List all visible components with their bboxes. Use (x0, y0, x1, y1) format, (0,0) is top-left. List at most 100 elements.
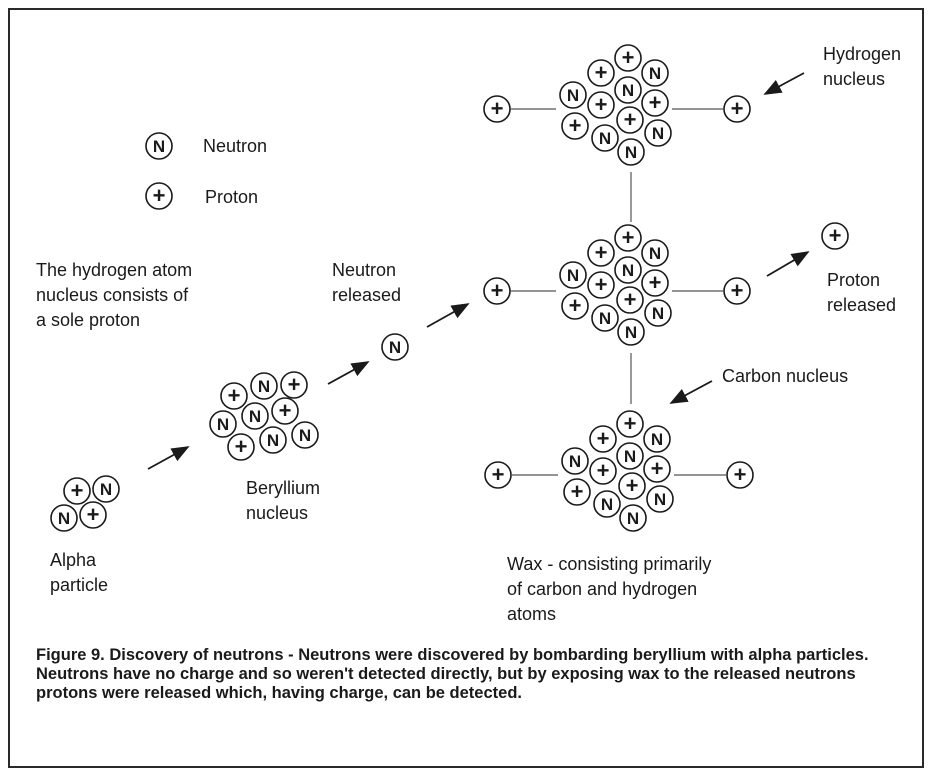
svg-text:N: N (389, 338, 401, 357)
neutron-icon: N (209, 410, 237, 438)
neutron-icon: N (617, 318, 645, 346)
arrow-layer (147, 72, 810, 470)
proton-icon: + (563, 478, 591, 506)
neutron-icon: N (641, 239, 669, 267)
proton-icon: + (589, 457, 617, 485)
neutron-icon: N (559, 81, 587, 109)
svg-text:+: + (649, 270, 662, 295)
svg-text:+: + (731, 278, 744, 303)
neutron-icon: N (644, 299, 672, 327)
hydrogen-proton-left-top: + (483, 95, 511, 123)
proton-icon: + (63, 477, 91, 505)
svg-text:+: + (597, 426, 610, 451)
svg-text:+: + (492, 462, 505, 487)
proton-icon: + (220, 382, 248, 410)
svg-text:N: N (267, 431, 279, 450)
proton-icon: + (641, 89, 669, 117)
svg-text:+: + (624, 287, 637, 312)
svg-text:+: + (734, 462, 747, 487)
proton-icon: + (589, 425, 617, 453)
svg-text:N: N (567, 266, 579, 285)
svg-text:+: + (649, 90, 662, 115)
svg-text:+: + (595, 60, 608, 85)
svg-text:+: + (624, 107, 637, 132)
neutron-icon: N (241, 402, 269, 430)
released-neutron-icon: N (381, 333, 409, 361)
svg-text:+: + (569, 293, 582, 318)
legend-neutron-icon: N (145, 132, 173, 160)
neutron-icon: N (559, 261, 587, 289)
figure-frame (8, 8, 924, 768)
svg-text:N: N (622, 81, 634, 100)
proton-icon: + (587, 239, 615, 267)
arrow-carbon-nucleus (669, 380, 713, 404)
neutron-icon: N (50, 504, 78, 532)
legend-proton-label: Proton (205, 187, 259, 207)
svg-text:N: N (622, 261, 634, 280)
proton-icon: + (271, 397, 299, 425)
proton-icon: + (643, 455, 671, 483)
figure-caption: Figure 9. Discovery of neutrons - Neutro… (36, 646, 869, 702)
legend-proton-icon: + (145, 182, 173, 210)
svg-text:N: N (651, 430, 663, 449)
svg-text:N: N (217, 415, 229, 434)
neutron-icon: N (646, 485, 674, 513)
neutron-icon: N (259, 426, 287, 454)
hydrogen-atom-note: The hydrogen atom nucleus consists of a … (36, 260, 193, 330)
svg-text:N: N (601, 495, 613, 514)
svg-text:+: + (595, 272, 608, 297)
svg-text:+: + (624, 411, 637, 436)
proton-icon: + (587, 59, 615, 87)
neutron-icon: N (561, 447, 589, 475)
hydrogen-proton-left-middle: + (483, 277, 511, 305)
svg-text:+: + (731, 96, 744, 121)
svg-text:+: + (622, 45, 635, 70)
neutron-icon: N (250, 372, 278, 400)
arrow-proton-released (766, 251, 810, 277)
neutron-released-label: Neutron released (332, 260, 402, 305)
proton-icon: + (561, 292, 589, 320)
svg-text:N: N (153, 137, 165, 156)
neutron-icon: N (643, 425, 671, 453)
carbon-nucleus-label: Carbon nucleus (722, 366, 849, 386)
svg-text:+: + (491, 278, 504, 303)
svg-text:+: + (626, 473, 639, 498)
neutron-icon: N (291, 421, 319, 449)
connector-lines (511, 108, 726, 476)
svg-text:N: N (599, 309, 611, 328)
legend-neutron-label: Neutron (203, 136, 268, 156)
proton-released-label: Proton released (827, 270, 897, 315)
beryllium-nucleus-label: Beryllium nucleus (246, 478, 321, 523)
svg-text:N: N (652, 124, 664, 143)
hydrogen-nucleus-label: Hydrogen nucleus (823, 44, 902, 89)
svg-text:+: + (235, 434, 248, 459)
svg-text:+: + (597, 458, 610, 483)
neutron-icon: N (92, 475, 120, 503)
svg-text:N: N (652, 304, 664, 323)
svg-text:+: + (595, 92, 608, 117)
svg-text:N: N (624, 447, 636, 466)
neutron-icon: N (641, 59, 669, 87)
arrow-alpha-to-beryllium (147, 446, 190, 470)
hydrogen-proton-right-top: + (723, 95, 751, 123)
svg-text:N: N (258, 377, 270, 396)
neutron-icon: N (593, 490, 621, 518)
svg-text:N: N (299, 426, 311, 445)
neutron-icon: N (619, 504, 647, 532)
svg-text:N: N (569, 452, 581, 471)
neutron-icon: N (614, 256, 642, 284)
svg-text:N: N (100, 480, 112, 499)
neutron-icon: N (614, 76, 642, 104)
proton-icon: + (614, 224, 642, 252)
proton-icon: + (616, 106, 644, 134)
svg-text:N: N (58, 509, 70, 528)
arrow-neutron-to-wax (426, 303, 470, 328)
svg-text:N: N (249, 407, 261, 426)
svg-text:+: + (829, 223, 842, 248)
svg-text:N: N (625, 143, 637, 162)
proton-icon: + (227, 433, 255, 461)
hydrogen-proton-right-middle: + (723, 277, 751, 305)
proton-icon: + (587, 91, 615, 119)
svg-text:+: + (71, 478, 84, 503)
